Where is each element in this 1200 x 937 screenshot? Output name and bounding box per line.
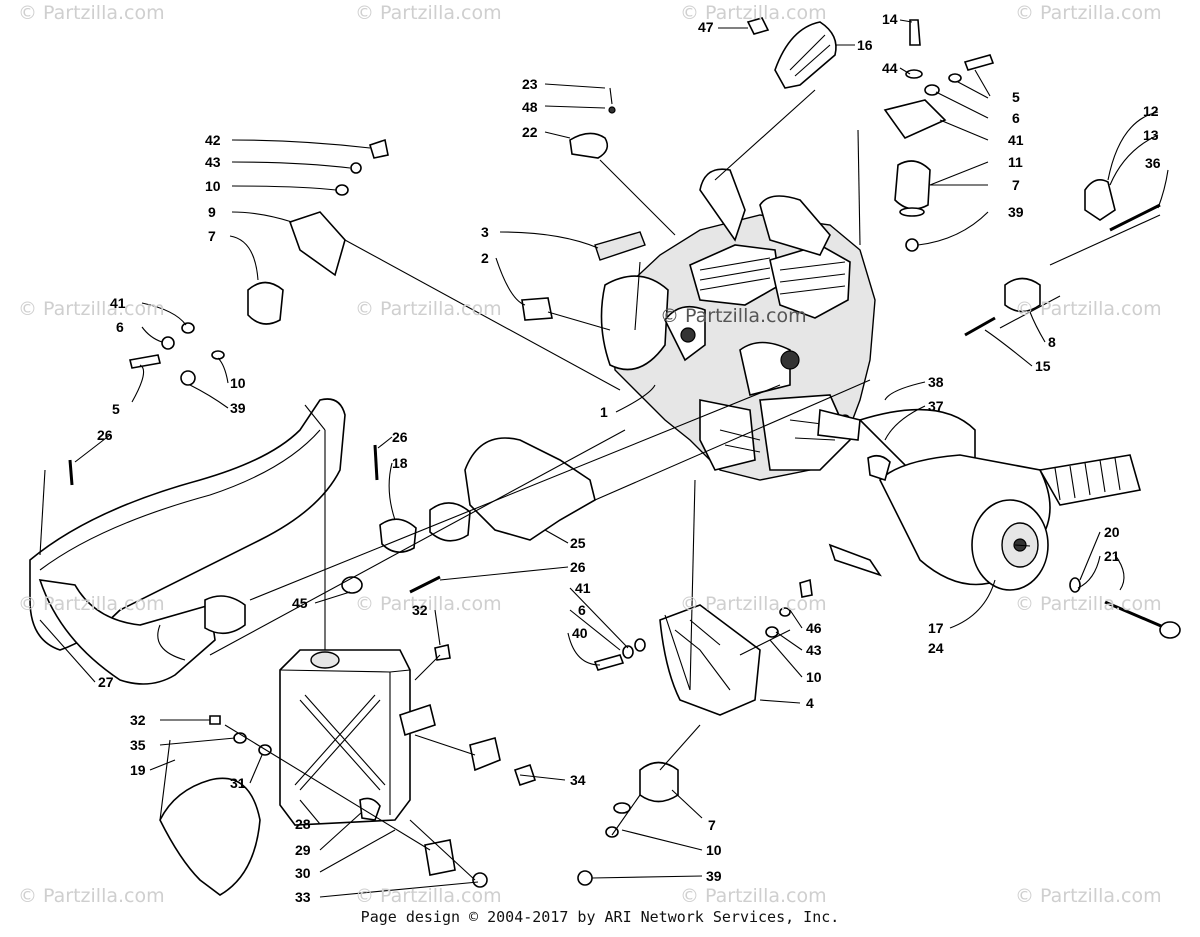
part-callout: 16 bbox=[857, 37, 873, 53]
part-callout: 9 bbox=[208, 204, 216, 220]
part-callout: 12 bbox=[1143, 103, 1159, 119]
watermark: © Partzilla.com bbox=[1015, 298, 1162, 320]
watermark: © Partzilla.com bbox=[355, 885, 502, 907]
part-callout: 21 bbox=[1104, 548, 1120, 564]
part-callout: 29 bbox=[295, 842, 311, 858]
part-callout: 25 bbox=[570, 535, 586, 551]
part-callout: 42 bbox=[205, 132, 221, 148]
part-callout: 14 bbox=[882, 11, 898, 27]
watermark: © Partzilla.com bbox=[660, 305, 807, 327]
part-callout: 39 bbox=[1008, 204, 1024, 220]
part-callout: 26 bbox=[570, 559, 586, 575]
part-callout: 35 bbox=[130, 737, 146, 753]
part-callout: 43 bbox=[806, 642, 822, 658]
part-callout: 37 bbox=[928, 398, 944, 414]
part-callout: 48 bbox=[522, 99, 538, 115]
part-callout: 7 bbox=[708, 817, 716, 833]
part-callout: 10 bbox=[230, 375, 246, 391]
watermark: © Partzilla.com bbox=[1015, 2, 1162, 24]
part-callout: 1 bbox=[600, 404, 608, 420]
watermark: © Partzilla.com bbox=[18, 593, 165, 615]
part-callout: 34 bbox=[570, 772, 586, 788]
watermark: © Partzilla.com bbox=[18, 885, 165, 907]
part-callout: 2 bbox=[481, 250, 489, 266]
part-callout: 10 bbox=[706, 842, 722, 858]
exhaust-pipe bbox=[29, 398, 346, 685]
part-callout: 11 bbox=[1008, 154, 1023, 170]
part-callout: 3 bbox=[481, 224, 489, 240]
part-callout: 44 bbox=[882, 60, 898, 76]
part-callout: 38 bbox=[928, 374, 944, 390]
part-callout: 7 bbox=[208, 228, 216, 244]
part-callout: 41 bbox=[575, 580, 591, 596]
part-callout: 32 bbox=[130, 712, 146, 728]
part-callout: 20 bbox=[1104, 524, 1120, 540]
part-callout: 5 bbox=[1012, 89, 1020, 105]
watermark: © Partzilla.com bbox=[355, 2, 502, 24]
watermark: © Partzilla.com bbox=[1015, 885, 1162, 907]
part-callout: 27 bbox=[98, 674, 114, 690]
part-callout: 39 bbox=[230, 400, 246, 416]
part-callout: 22 bbox=[522, 124, 538, 140]
watermark: © Partzilla.com bbox=[355, 298, 502, 320]
copyright-footer: Page design © 2004-2017 by ARI Network S… bbox=[360, 908, 840, 926]
part-callout: 18 bbox=[392, 455, 408, 471]
part-callout: 33 bbox=[295, 889, 311, 905]
part-callout: 6 bbox=[1012, 110, 1020, 126]
part-callout: 28 bbox=[295, 816, 311, 832]
part-callout: 4 bbox=[806, 695, 814, 711]
part-callout: 6 bbox=[116, 319, 124, 335]
part-callout: 45 bbox=[292, 595, 308, 611]
part-callout: 6 bbox=[578, 602, 586, 618]
part-callout: 8 bbox=[1048, 334, 1056, 350]
part-callout: 40 bbox=[572, 625, 588, 641]
part-callout: 10 bbox=[806, 669, 822, 685]
oil-tank bbox=[279, 649, 436, 826]
part-callout: 31 bbox=[230, 775, 246, 791]
part-callout: 26 bbox=[392, 429, 408, 445]
watermark: © Partzilla.com bbox=[1015, 593, 1162, 615]
part-callout: 15 bbox=[1035, 358, 1051, 374]
part-callout: 10 bbox=[205, 178, 221, 194]
part-callout: 26 bbox=[97, 427, 113, 443]
part-callout: 17 bbox=[928, 620, 944, 636]
part-callout: 46 bbox=[806, 620, 822, 636]
drive-clutch bbox=[828, 408, 1142, 591]
part-callout: 47 bbox=[698, 19, 714, 35]
part-callout: 5 bbox=[112, 401, 120, 417]
part-callout: 41 bbox=[110, 295, 126, 311]
part-callout: 24 bbox=[928, 640, 944, 656]
engine-block bbox=[600, 168, 876, 481]
part-callout: 43 bbox=[205, 154, 221, 170]
part-callout: 30 bbox=[295, 865, 311, 881]
watermark: © Partzilla.com bbox=[18, 298, 165, 320]
part-callout: 36 bbox=[1145, 155, 1161, 171]
part-callout: 23 bbox=[522, 76, 538, 92]
watermark: © Partzilla.com bbox=[680, 2, 827, 24]
part-callout: 13 bbox=[1143, 127, 1159, 143]
watermark: © Partzilla.com bbox=[355, 593, 502, 615]
part-callout: 32 bbox=[412, 602, 428, 618]
part-callout: 41 bbox=[1008, 132, 1024, 148]
watermark: © Partzilla.com bbox=[680, 885, 827, 907]
part-callout: 39 bbox=[706, 868, 722, 884]
watermark: © Partzilla.com bbox=[680, 593, 827, 615]
part-callout: 7 bbox=[1012, 177, 1020, 193]
part-callout: 19 bbox=[130, 762, 146, 778]
watermark: © Partzilla.com bbox=[18, 2, 165, 24]
